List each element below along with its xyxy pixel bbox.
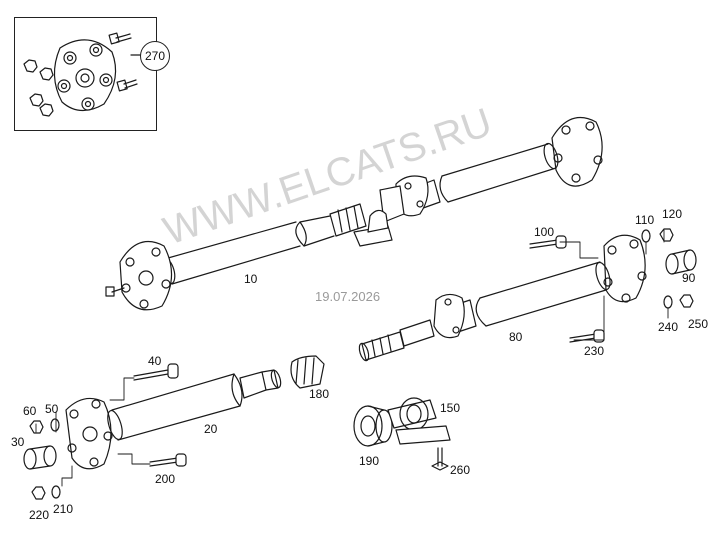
label-110: 110 — [635, 213, 655, 227]
boot-180 — [290, 355, 325, 389]
nut-60 — [29, 420, 44, 434]
washer-210 — [51, 485, 61, 499]
label-230: 230 — [584, 344, 605, 358]
bolt-200 — [149, 453, 187, 467]
washer-110 — [641, 229, 651, 243]
sleeve-90 — [665, 249, 697, 275]
label-50: 50 — [45, 402, 59, 416]
label-190: 190 — [359, 454, 380, 468]
callout-270: 270 — [140, 41, 170, 71]
label-100: 100 — [534, 225, 555, 239]
drive-shaft-10 — [105, 117, 603, 311]
label-20: 20 — [204, 422, 218, 436]
label-220: 220 — [29, 508, 50, 522]
sleeve-30 — [23, 445, 57, 470]
label-120: 120 — [662, 207, 683, 221]
drive-shaft-20 — [65, 369, 282, 470]
label-150: 150 — [440, 401, 461, 415]
washer-240 — [663, 295, 673, 309]
inset-frame — [14, 17, 157, 131]
bolt-40 — [133, 363, 179, 381]
label-40: 40 — [148, 354, 162, 368]
bolt-260 — [431, 447, 449, 471]
label-200: 200 — [155, 472, 176, 486]
nut-120 — [659, 228, 674, 242]
label-60: 60 — [23, 404, 37, 418]
label-10: 10 — [244, 272, 258, 286]
label-90: 90 — [682, 271, 696, 285]
bolt-230 — [569, 329, 605, 343]
inset-flex-disc-assembly — [23, 32, 141, 117]
label-260: 260 — [450, 463, 471, 477]
watermark-date: 19.07.2026 — [315, 289, 381, 304]
bearing-190 — [353, 405, 393, 447]
label-250: 250 — [688, 317, 709, 331]
center-bearing-150 — [387, 397, 451, 445]
nut-220 — [31, 486, 46, 500]
washer-50 — [50, 418, 60, 432]
drive-shaft-80 — [358, 234, 647, 362]
leader-lines — [35, 229, 669, 487]
label-240: 240 — [658, 320, 679, 334]
nut-250 — [679, 294, 694, 308]
label-30: 30 — [11, 435, 25, 449]
label-80: 80 — [509, 330, 523, 344]
bolt-100 — [529, 235, 567, 249]
label-180: 180 — [309, 387, 330, 401]
label-210: 210 — [53, 502, 74, 516]
